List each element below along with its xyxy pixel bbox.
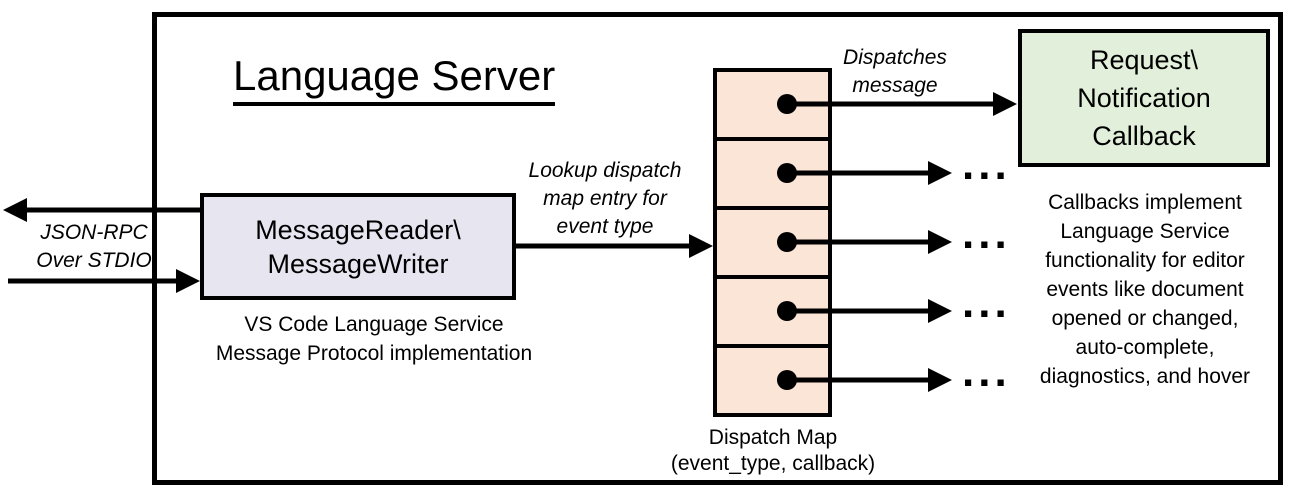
ellipsis: ... (962, 140, 1011, 189)
dispatches-label-line1: Dispatches (843, 46, 947, 69)
message-reader-label-line1: MessageReader\ (255, 214, 461, 245)
lookup-dispatch-label: Lookup dispatch map entry for event type (513, 157, 697, 241)
callbacks-note-line5: opened or changed, (1051, 307, 1239, 330)
map-caption-line2: (event_type, callback) (670, 452, 876, 475)
callbacks-note-line1: Callbacks implement (1048, 191, 1242, 214)
dispatch-map (713, 68, 832, 417)
ellipsis: ... (962, 209, 1011, 258)
request-notification-callback-box: Request\ Notification Callback (1018, 29, 1270, 167)
map-caption-line1: Dispatch Map (708, 426, 838, 449)
callback-box-line2: Notification (1077, 83, 1211, 113)
lookup-label-line3: event type (556, 215, 654, 238)
diagram-title: Language Server (233, 52, 556, 106)
io-label-line2: Over STDIO (36, 249, 152, 272)
message-reader-writer-box: MessageReader\ MessageWriter (200, 193, 516, 300)
lookup-label-line1: Lookup dispatch (528, 159, 682, 182)
callback-box-line3: Callback (1092, 121, 1196, 151)
reader-caption-line1: VS Code Language Service (244, 313, 504, 336)
callbacks-note-line6: auto-complete, (1075, 336, 1215, 359)
callbacks-note-line2: Language Service (1060, 220, 1230, 243)
callbacks-note: Callbacks implement Language Service fun… (1015, 188, 1275, 391)
dispatch-map-cell (717, 72, 828, 137)
callback-box-line1: Request\ (1089, 45, 1199, 75)
dispatch-map-cell (717, 344, 828, 413)
reader-caption-line2: Message Protocol implementation (215, 342, 533, 365)
callbacks-note-line3: functionality for editor (1045, 249, 1245, 272)
ellipsis: ... (962, 347, 1011, 396)
dispatch-map-cell (717, 137, 828, 206)
dispatches-label-line2: message (852, 74, 938, 97)
dispatch-map-caption: Dispatch Map (event_type, callback) (650, 425, 896, 477)
message-reader-label-line2: MessageWriter (267, 248, 449, 279)
json-rpc-stdio-label: JSON-RPC Over STDIO (14, 219, 174, 275)
dispatches-message-label: Dispatches message (815, 44, 975, 100)
reader-caption: VS Code Language Service Message Protoco… (203, 310, 545, 368)
callbacks-note-line4: events like document (1046, 278, 1244, 301)
io-label-line1: JSON-RPC (40, 221, 148, 244)
dispatch-map-cell (717, 275, 828, 344)
dispatch-map-cell (717, 206, 828, 275)
language-server-boundary (152, 12, 1283, 485)
callbacks-note-line7: diagnostics, and hover (1039, 365, 1251, 388)
lookup-label-line2: map entry for (543, 187, 667, 210)
ellipsis: ... (962, 278, 1011, 327)
